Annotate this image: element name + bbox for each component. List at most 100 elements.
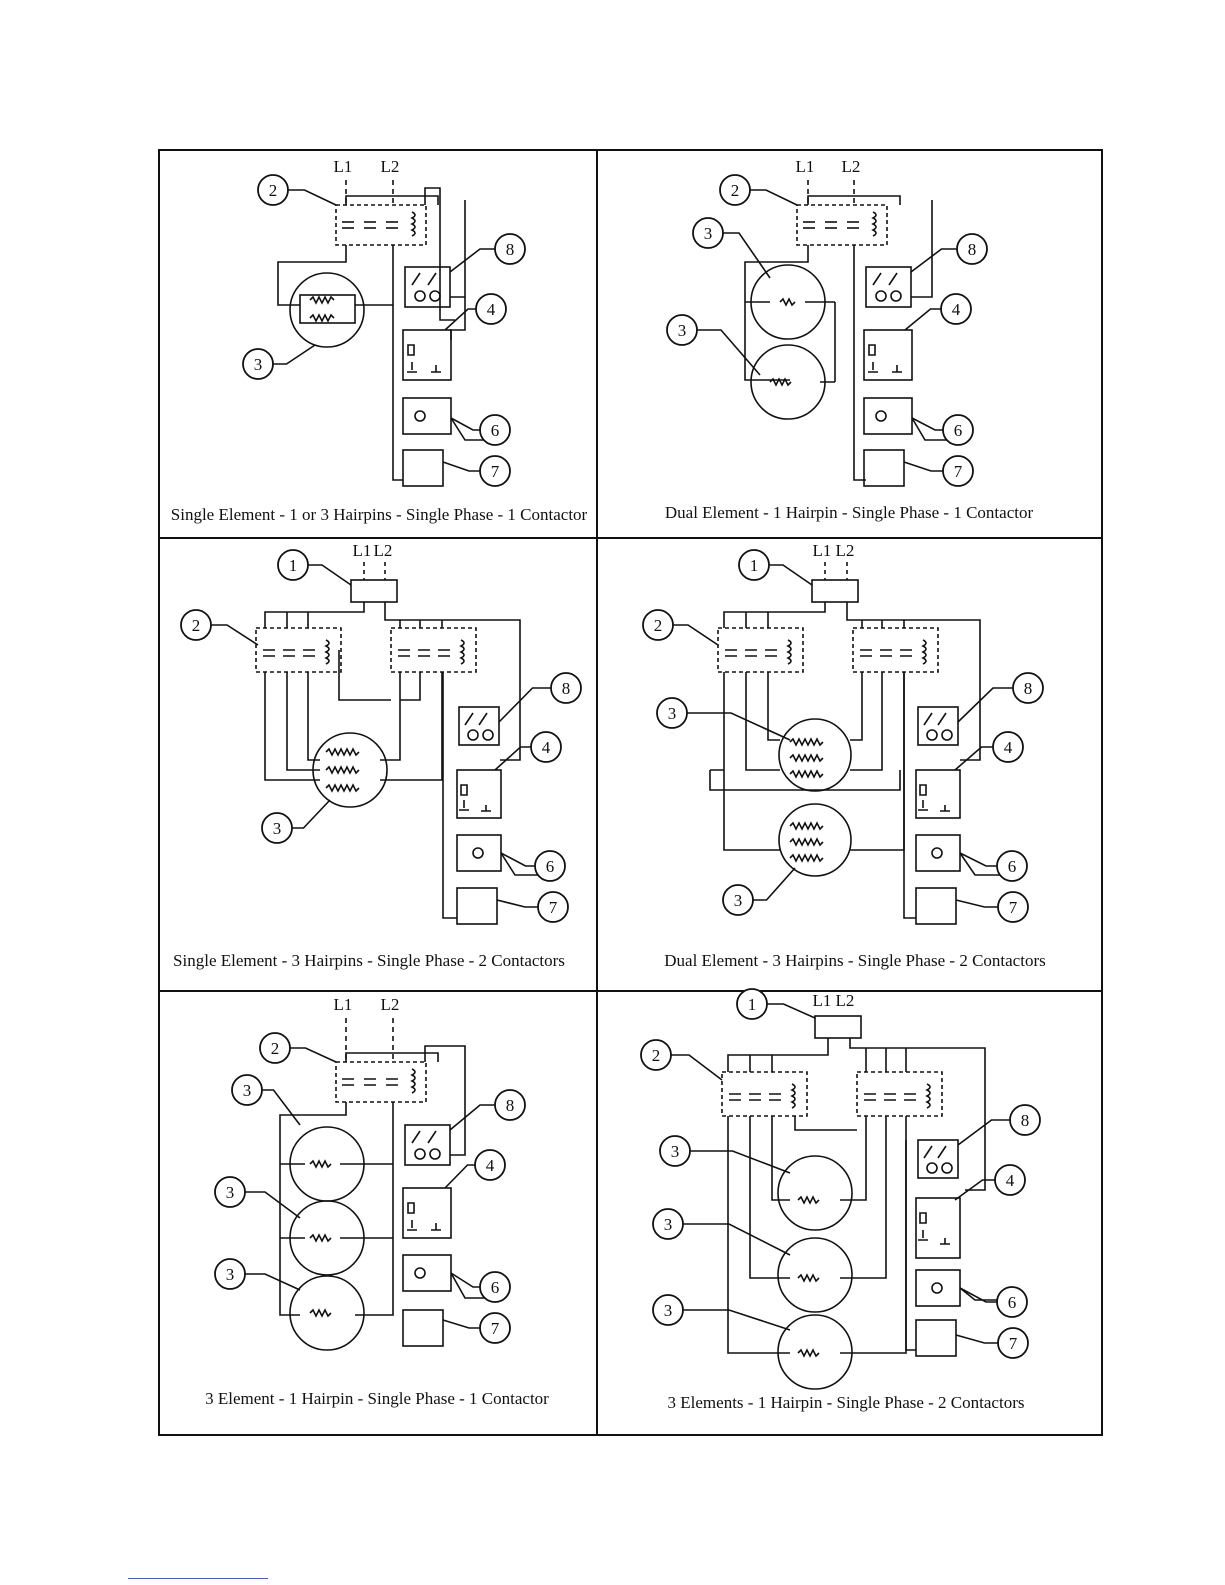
- callout-leader: [750, 189, 798, 206]
- footer-rule: [128, 1578, 268, 1579]
- element-circle: [750, 344, 826, 420]
- panel-caption: Single Element - 3 Hairpins - Single Pha…: [173, 951, 565, 970]
- callout-number: 3: [668, 704, 677, 723]
- callout-leader: [910, 248, 957, 273]
- callout-number: 2: [731, 181, 740, 200]
- callout-bubble: 2: [719, 174, 751, 206]
- callout-leader: [697, 329, 761, 376]
- callout-leader: [444, 308, 476, 331]
- panel-2: L1 L2: [744, 157, 950, 487]
- callout-circle: [261, 812, 293, 844]
- callout-circle: [1009, 1104, 1041, 1136]
- contactor: [856, 1071, 943, 1117]
- callout-circle: [214, 1258, 246, 1290]
- callout-number: 4: [952, 300, 961, 319]
- panel-3: L1 L2: [255, 541, 540, 925]
- line-label-l1: L1: [796, 157, 815, 176]
- valve-box: [402, 449, 444, 487]
- callout-number: 7: [1009, 1334, 1018, 1353]
- thermostat-switch: [404, 1124, 451, 1166]
- callout-circle: [1012, 672, 1044, 704]
- callout-leader: [245, 1191, 301, 1219]
- callout-number: 3: [254, 355, 263, 374]
- callout-bubble: 7: [942, 455, 974, 487]
- callout-bubble: 8: [1009, 1104, 1041, 1136]
- element-circle: [289, 1275, 365, 1351]
- callout-bubble: 8: [1012, 672, 1044, 704]
- callout-bubble: 4: [474, 1149, 506, 1181]
- callout-leader: [273, 344, 316, 365]
- callout-bubble: 6: [996, 850, 1028, 882]
- callout-circle: [537, 891, 569, 923]
- callout-number: 8: [562, 679, 571, 698]
- callout-leader: [954, 1179, 995, 1201]
- panel-caption: Dual Element - 3 Hairpins - Single Phase…: [664, 951, 1045, 970]
- callout-circle: [259, 1032, 291, 1064]
- callout-number: 8: [506, 1096, 515, 1115]
- callout-leader: [769, 564, 813, 586]
- callout-leader: [671, 1054, 723, 1081]
- callout-leader: [498, 687, 551, 723]
- callout-circle: [550, 672, 582, 704]
- contactor: [390, 627, 477, 673]
- callout-leader: [290, 1047, 337, 1063]
- ignition-module: [456, 834, 502, 872]
- line-label-l2: L2: [374, 541, 393, 560]
- contactor: [852, 627, 939, 673]
- callout-leader: [959, 1287, 997, 1303]
- callout-number: 4: [486, 1156, 495, 1175]
- callout-bubble: 6: [479, 414, 511, 446]
- callout-leader: [496, 899, 538, 908]
- callout-circle: [640, 1039, 672, 1071]
- callout-circle: [475, 293, 507, 325]
- thermostat-switch: [404, 266, 451, 308]
- callout-leader: [903, 461, 943, 472]
- callout-circle: [479, 455, 511, 487]
- callout-circle: [956, 233, 988, 265]
- callout-number: 6: [546, 857, 555, 876]
- callout-circle: [656, 697, 688, 729]
- element-circle: [778, 803, 852, 877]
- callout-bubble: 3: [261, 812, 293, 844]
- callout-bubble: 3: [214, 1176, 246, 1208]
- control-box: [402, 1187, 452, 1239]
- callout-number: 3: [226, 1265, 235, 1284]
- callout-number: 3: [671, 1142, 680, 1161]
- callout-bubble: 3: [656, 697, 688, 729]
- callout-number: 3: [734, 891, 743, 910]
- callout-bubble: 3: [692, 217, 724, 249]
- callout-bubble: 8: [550, 672, 582, 704]
- ignition-module: [863, 397, 913, 435]
- callout-bubble: 3: [242, 348, 274, 380]
- callout-number: 2: [269, 181, 278, 200]
- ignition-module: [402, 397, 452, 435]
- panel-6: L1 L2: [721, 991, 998, 1390]
- element-circle: [778, 718, 852, 792]
- line-label-l2: L2: [842, 157, 861, 176]
- callout-number: 7: [549, 898, 558, 917]
- line-label-l1: L1: [334, 995, 353, 1014]
- callout-number: 3: [664, 1301, 673, 1320]
- callout-bubble: 4: [530, 731, 562, 763]
- callout-number: 6: [1008, 857, 1017, 876]
- callout-leader: [449, 248, 495, 273]
- callout-leader: [955, 1334, 998, 1344]
- callout-circle: [530, 731, 562, 763]
- element-circle: [777, 1237, 853, 1313]
- control-box: [915, 1197, 961, 1259]
- terminal-block: [814, 1015, 862, 1039]
- control-box: [402, 329, 452, 381]
- contactor: [717, 627, 804, 673]
- callout-leader: [904, 308, 941, 331]
- callout-number: 1: [748, 995, 757, 1014]
- callout-number: 4: [1004, 738, 1013, 757]
- line-label-l1: L1: [334, 157, 353, 176]
- callout-bubble: 2: [640, 1039, 672, 1071]
- callout-circle: [940, 293, 972, 325]
- callout-circle: [996, 1286, 1028, 1318]
- callout-circle: [180, 609, 212, 641]
- callout-leader: [683, 1309, 791, 1331]
- callout-bubble: 4: [992, 731, 1024, 763]
- callout-number: 4: [542, 738, 551, 757]
